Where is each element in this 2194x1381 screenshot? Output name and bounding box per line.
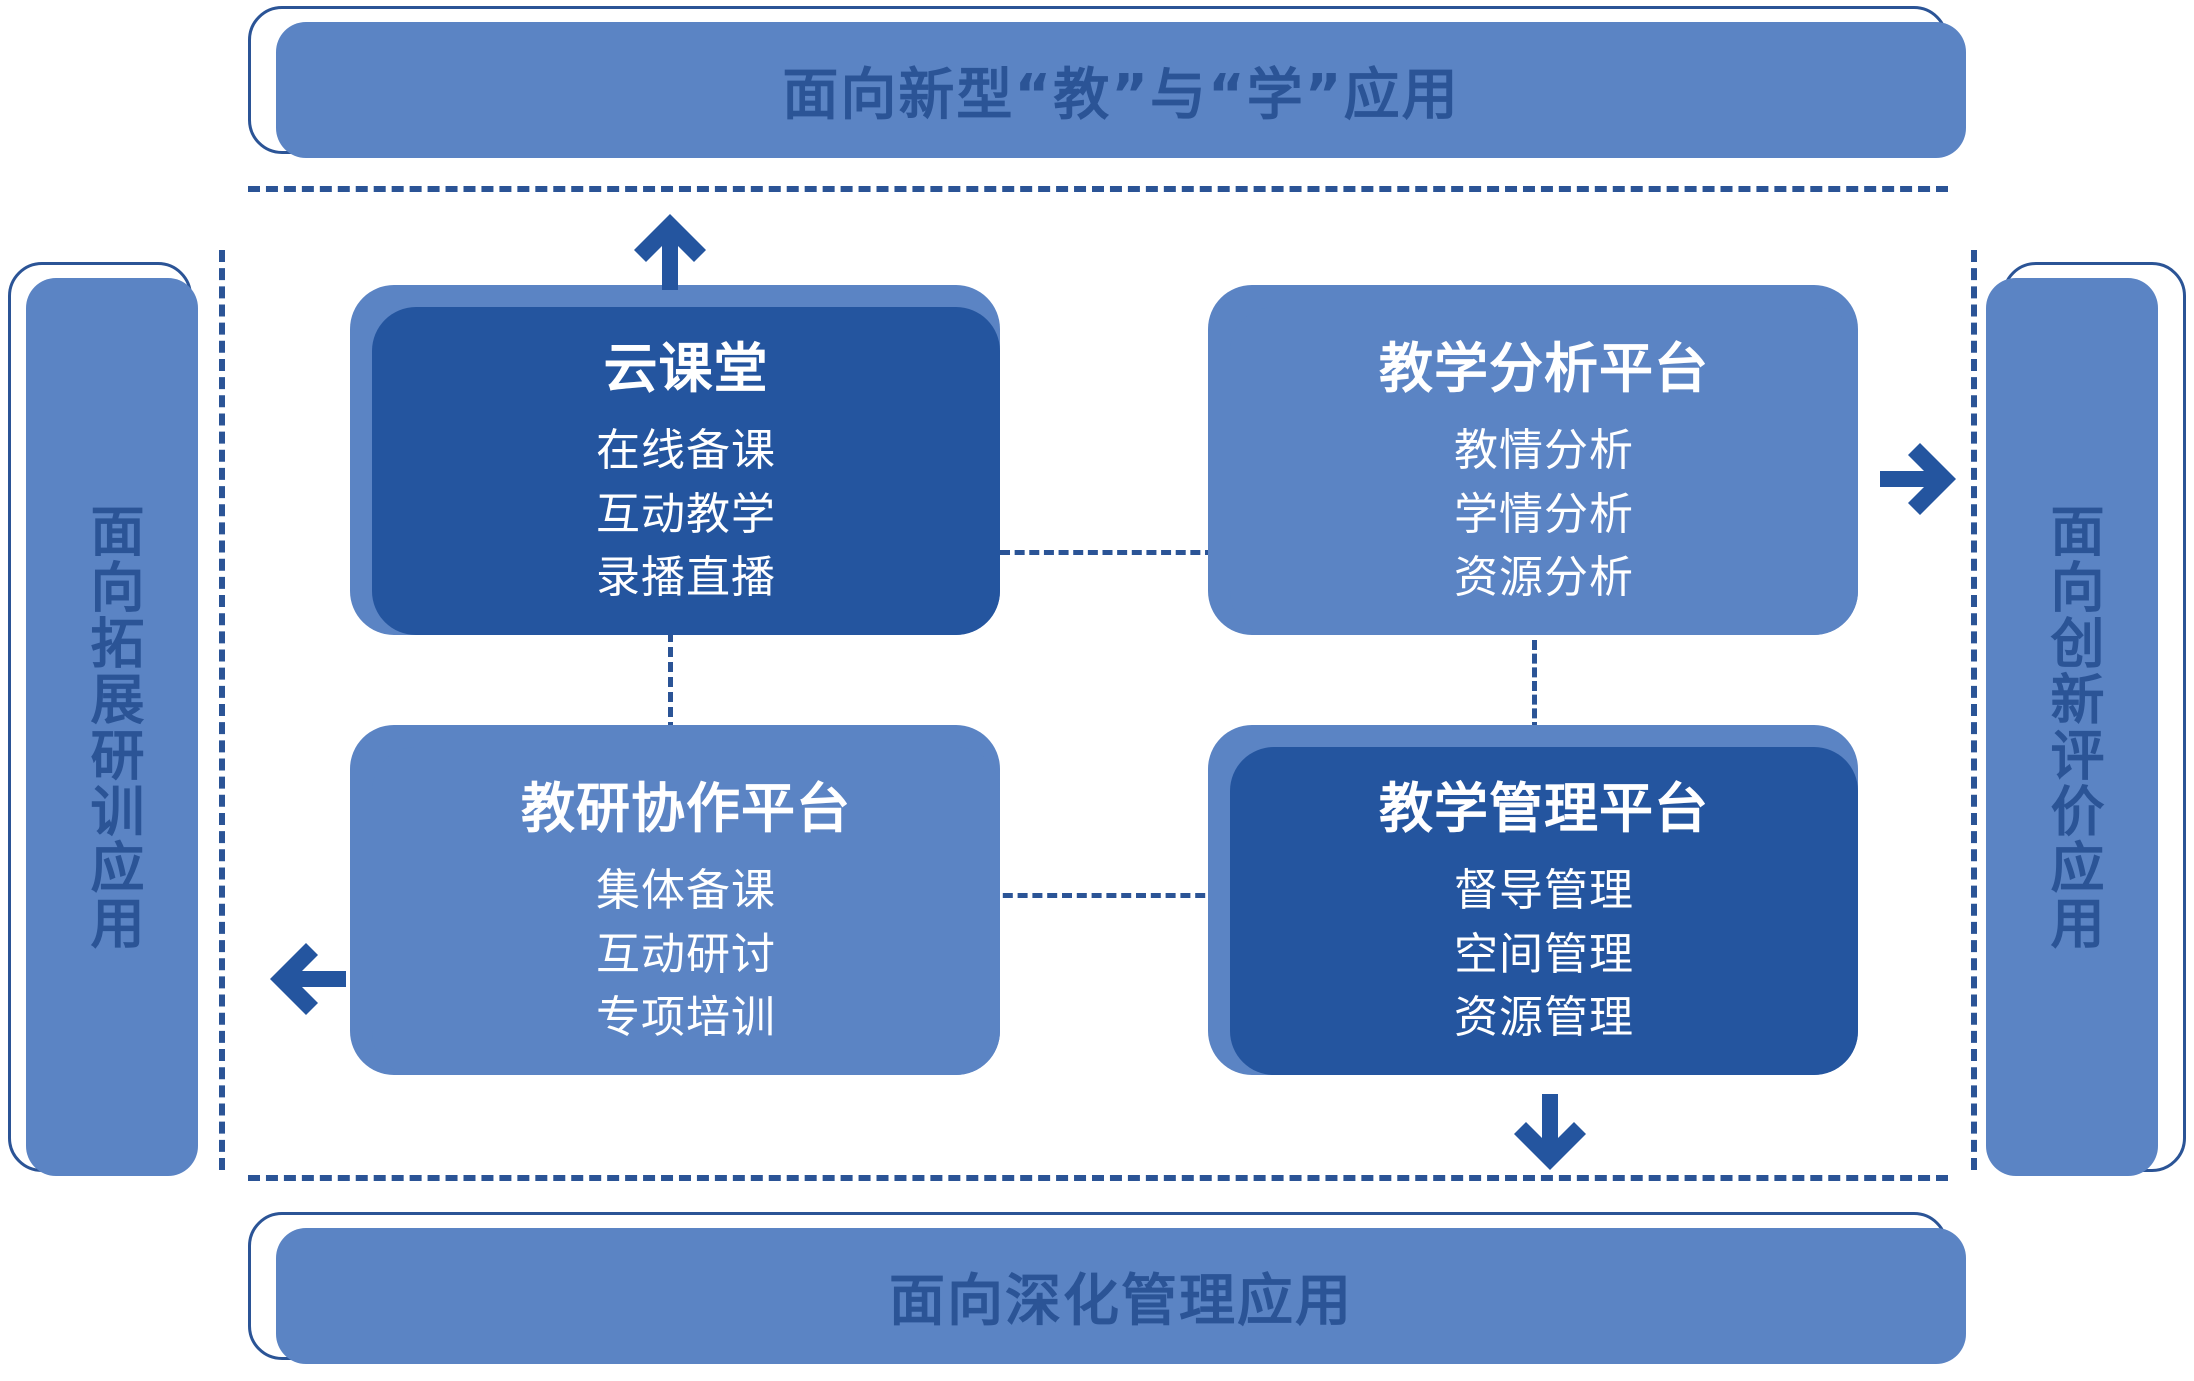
frame-dashed-line-top — [248, 186, 1948, 192]
arrow-down-icon — [1508, 1090, 1592, 1174]
card-teaching-management-platform[interactable]: 教学管理平台 督导管理 空间管理 资源管理 — [1208, 725, 1858, 1075]
card-teaching-management-platform-item: 资源管理 — [1454, 992, 1634, 1044]
banner-left-fill: 面向拓展研训应用 — [26, 278, 198, 1176]
card-cloud-classroom[interactable]: 云课堂 在线备课 互动教学 录播直播 — [350, 285, 1000, 635]
card-cloud-classroom-title: 云课堂 — [603, 336, 769, 400]
card-research-collaboration-platform-title: 教研协作平台 — [521, 776, 851, 840]
card-teaching-management-platform-title: 教学管理平台 — [1379, 776, 1709, 840]
card-cloud-classroom-item: 录播直播 — [596, 552, 776, 604]
card-cloud-classroom-item: 互动教学 — [596, 488, 776, 540]
card-teaching-management-platform-item: 督导管理 — [1454, 864, 1634, 916]
arrow-left-icon — [266, 937, 350, 1021]
card-teaching-analysis-platform-item: 学情分析 — [1454, 488, 1634, 540]
card-teaching-analysis-platform[interactable]: 教学分析平台 教情分析 学情分析 资源分析 — [1208, 285, 1858, 635]
card-cloud-classroom-face: 云课堂 在线备课 互动教学 录播直播 — [372, 307, 1000, 635]
connector-cloud-to-research — [668, 632, 673, 732]
connector-cloud-to-analysis — [1000, 550, 1215, 555]
banner-bottom-label: 面向深化管理应用 — [889, 1268, 1353, 1334]
arrow-up-icon — [628, 210, 712, 294]
arrow-right-icon — [1876, 437, 1960, 521]
card-teaching-analysis-platform-face: 教学分析平台 教情分析 学情分析 资源分析 — [1230, 307, 1858, 635]
banner-left-label: 面向拓展研训应用 — [81, 503, 144, 951]
banner-bottom: 面向深化管理应用 — [248, 1212, 1966, 1378]
banner-right-label: 面向创新评价应用 — [2041, 503, 2104, 951]
card-teaching-analysis-platform-item: 教情分析 — [1454, 424, 1634, 476]
connector-research-to-manage — [988, 893, 1220, 898]
card-cloud-classroom-item: 在线备课 — [596, 424, 776, 476]
card-research-collaboration-platform-item: 集体备课 — [596, 864, 776, 916]
card-teaching-analysis-platform-title: 教学分析平台 — [1379, 336, 1709, 400]
card-research-collaboration-platform-face: 教研协作平台 集体备课 互动研讨 专项培训 — [372, 747, 1000, 1075]
connector-analysis-to-manage — [1532, 640, 1537, 732]
frame-dashed-line-left — [219, 250, 225, 1170]
banner-right: 面向创新评价应用 — [1986, 262, 2186, 1182]
banner-bottom-fill: 面向深化管理应用 — [276, 1228, 1966, 1364]
card-research-collaboration-platform[interactable]: 教研协作平台 集体备课 互动研讨 专项培训 — [350, 725, 1000, 1075]
banner-left: 面向拓展研训应用 — [8, 262, 208, 1182]
banner-top: 面向新型“教”与“学”应用 — [248, 6, 1966, 166]
card-teaching-management-platform-face: 教学管理平台 督导管理 空间管理 资源管理 — [1230, 747, 1858, 1075]
card-teaching-management-platform-item: 空间管理 — [1454, 928, 1634, 980]
frame-dashed-line-bottom — [248, 1175, 1948, 1181]
frame-dashed-line-right — [1971, 250, 1977, 1170]
banner-right-fill: 面向创新评价应用 — [1986, 278, 2158, 1176]
card-research-collaboration-platform-item: 互动研讨 — [596, 928, 776, 980]
card-research-collaboration-platform-item: 专项培训 — [596, 992, 776, 1044]
banner-top-fill: 面向新型“教”与“学”应用 — [276, 22, 1966, 158]
card-teaching-analysis-platform-item: 资源分析 — [1454, 552, 1634, 604]
banner-top-label: 面向新型“教”与“学”应用 — [782, 62, 1460, 128]
